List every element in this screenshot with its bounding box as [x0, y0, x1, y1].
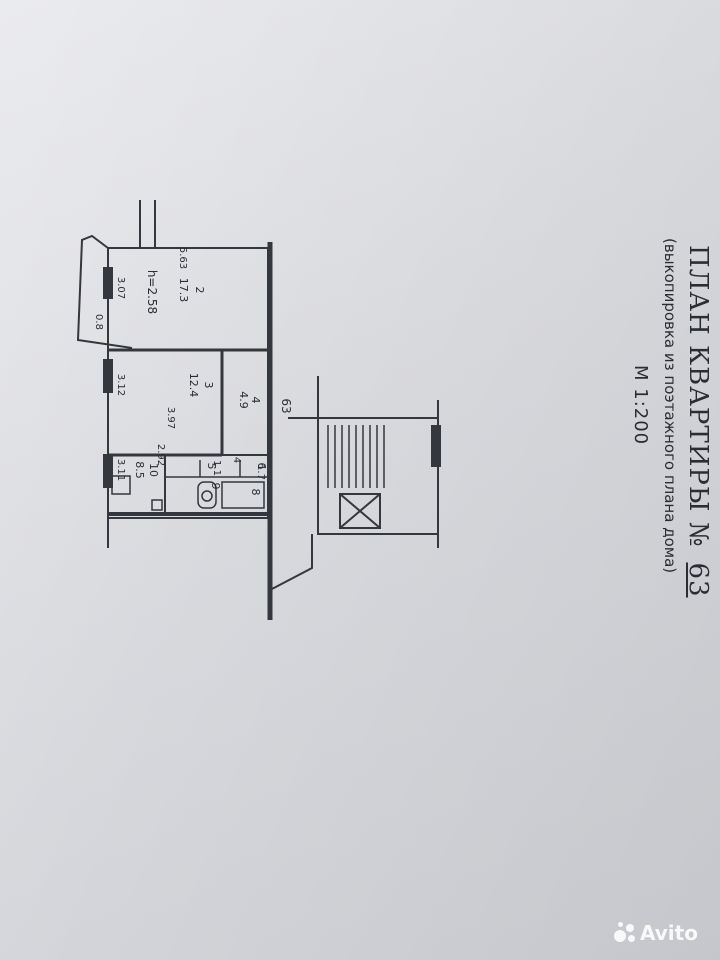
- dim-room10-window: 3.11: [115, 459, 126, 481]
- dim-balcony-depth: 0.8: [93, 314, 104, 330]
- room-labels: 2 17.3 3 12.4 4 4.9 10 8.5 5 6 9 8: [133, 278, 268, 496]
- room-2-id: 2: [193, 287, 206, 294]
- dim-room2-window: 3.07: [115, 277, 126, 299]
- dim-bath-b: 1.1: [211, 460, 222, 476]
- room-10-area: 8.5: [133, 461, 146, 479]
- avito-watermark: Avito: [614, 918, 714, 948]
- room-5-id: 5: [205, 463, 218, 470]
- balcony-outline: [76, 234, 133, 349]
- room-4-area: 4.9: [237, 391, 250, 409]
- stove-fixture: [111, 475, 131, 495]
- dimension-labels: h=2.58 5.63 0.8 3.07 3.12 3.11 3.97 2.92…: [93, 247, 293, 481]
- window-room2: [103, 267, 113, 299]
- dim-room10-depth: 2.92: [155, 444, 166, 466]
- dim-top-width: 5.63: [177, 247, 188, 269]
- stairwell: [317, 417, 439, 535]
- dim-bath-a: 1.7: [255, 464, 266, 480]
- window-stair: [431, 425, 441, 467]
- avito-text: Avito: [640, 921, 698, 945]
- room-6-id: 6: [255, 463, 268, 470]
- dim-room3-window: 3.12: [115, 374, 126, 396]
- ceiling-height: h=2.58: [145, 270, 159, 314]
- room-3-area: 12.4: [187, 373, 200, 398]
- elevator-shaft: [339, 493, 381, 529]
- elevator-x2: [339, 493, 381, 529]
- room-8-id: 8: [249, 489, 262, 496]
- stair-treads: [327, 425, 385, 488]
- toilet-bowl: [201, 490, 213, 502]
- room-9-id: 9: [209, 483, 222, 490]
- room-2-area: 17.3: [177, 278, 190, 303]
- dim-corridor: 4: [231, 457, 242, 463]
- bathtub-fixture: [221, 481, 265, 509]
- dim-landing: 63: [279, 398, 293, 413]
- window-room10: [103, 454, 113, 488]
- toilet-fixture: [197, 481, 217, 509]
- dim-room3-depth: 3.97: [165, 407, 176, 429]
- avito-logo-icon: [614, 922, 636, 944]
- window-room3: [103, 359, 113, 393]
- lower-landing: [269, 534, 313, 591]
- room-10-id: 10: [147, 463, 160, 477]
- room-4-id: 4: [249, 397, 262, 404]
- room-3-id: 3: [202, 382, 215, 389]
- sink-fixture: [151, 499, 163, 511]
